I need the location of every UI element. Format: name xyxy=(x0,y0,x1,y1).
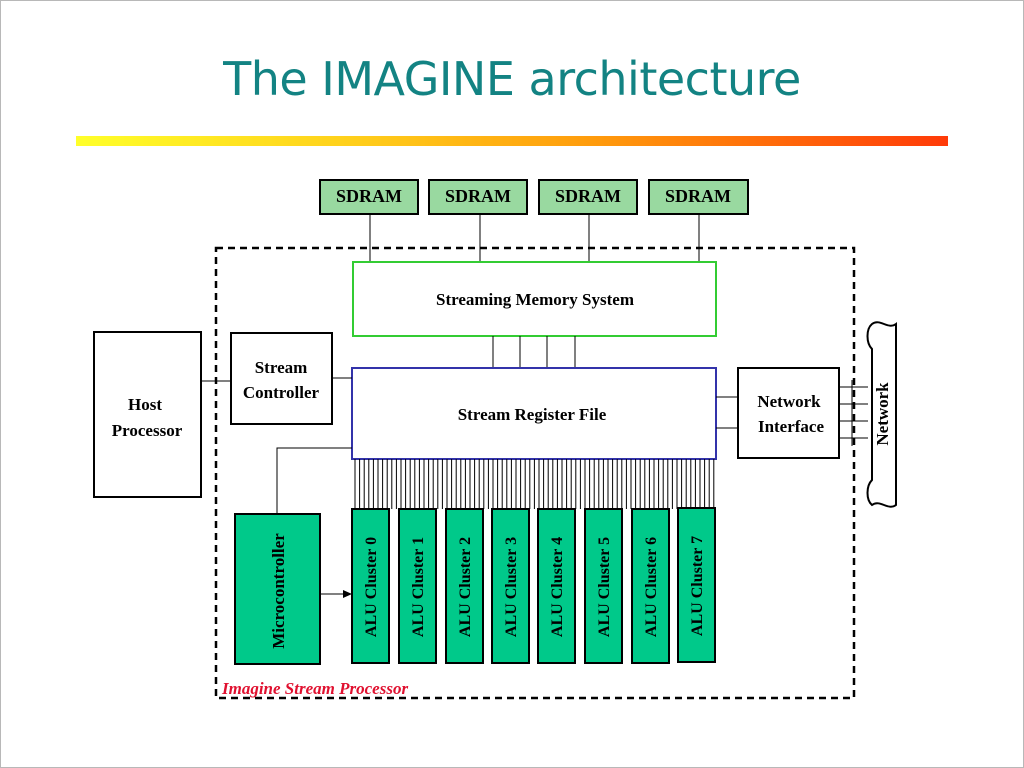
sdram-module: SDRAM xyxy=(648,179,749,215)
srf-network-links xyxy=(716,396,738,429)
microcontroller-box xyxy=(234,513,321,665)
network-label: Network xyxy=(873,382,892,446)
network-interface-box xyxy=(737,367,840,459)
alu-cluster: ALU Cluster 6 xyxy=(631,508,670,664)
streaming-memory-system-label: Streaming Memory System xyxy=(436,290,634,309)
alu-cluster-label: ALU Cluster 4 xyxy=(549,537,566,637)
alu-cluster-label: ALU Cluster 5 xyxy=(596,537,613,637)
stream-register-file-label: Stream Register File xyxy=(458,405,607,424)
microcontroller-label: Microcontroller xyxy=(269,533,288,649)
network-links xyxy=(839,380,868,446)
alu-cluster: ALU Cluster 2 xyxy=(445,508,484,664)
srf-cluster-bus xyxy=(354,459,715,509)
alu-cluster: ALU Cluster 1 xyxy=(398,508,437,664)
network-interface-label-line2: Interface xyxy=(758,417,825,436)
alu-cluster-label: ALU Cluster 3 xyxy=(503,537,520,637)
svg-text:SDRAM: SDRAM xyxy=(445,186,511,206)
sms-srf-bus xyxy=(492,336,576,368)
processor-caption: Imagine Stream Processor xyxy=(221,679,408,698)
alu-cluster-label: ALU Cluster 1 xyxy=(410,537,427,637)
network-interface-label-line1: Network xyxy=(757,392,821,411)
stream-register-file-box xyxy=(351,367,717,460)
alu-cluster-label: ALU Cluster 0 xyxy=(363,537,380,637)
svg-text:SDRAM: SDRAM xyxy=(555,186,621,206)
host-processor-box xyxy=(93,331,202,498)
slide-title: The IMAGINE architecture xyxy=(223,52,801,106)
host-processor-label-line1: Host xyxy=(128,395,162,414)
stream-controller-box xyxy=(230,332,333,425)
alu-cluster-label: ALU Cluster 2 xyxy=(457,537,474,637)
sdram-module: SDRAM xyxy=(428,179,528,215)
arrowhead-icon xyxy=(343,590,352,598)
network-bar xyxy=(866,321,897,508)
sdram-module: SDRAM xyxy=(319,179,419,215)
alu-cluster: ALU Cluster 0 xyxy=(351,508,390,664)
microcontroller-srf-link xyxy=(276,447,352,514)
stream-controller-label-line2: Controller xyxy=(243,383,320,402)
host-processor-label-line2: Processor xyxy=(112,421,183,440)
title-gradient-bar xyxy=(76,136,948,146)
alu-cluster: ALU Cluster 7 xyxy=(677,507,716,663)
alu-cluster-label: ALU Cluster 7 xyxy=(689,536,706,636)
svg-text:SDRAM: SDRAM xyxy=(665,186,731,206)
alu-cluster: ALU Cluster 3 xyxy=(491,508,530,664)
sdram-connectors xyxy=(369,214,700,262)
alu-cluster-label: ALU Cluster 6 xyxy=(643,537,660,637)
svg-text:SDRAM: SDRAM xyxy=(336,186,402,206)
alu-clusters: ALU Cluster 0 ALU Cluster 1 ALU Cluster 2 A… xyxy=(351,507,716,664)
streaming-memory-system-box xyxy=(352,261,717,337)
alu-cluster: ALU Cluster 4 xyxy=(537,508,576,664)
stream-controller-label-line1: Stream xyxy=(255,358,308,377)
sdram-module: SDRAM xyxy=(538,179,638,215)
processor-boundary xyxy=(214,246,856,700)
alu-cluster: ALU Cluster 5 xyxy=(584,508,623,664)
